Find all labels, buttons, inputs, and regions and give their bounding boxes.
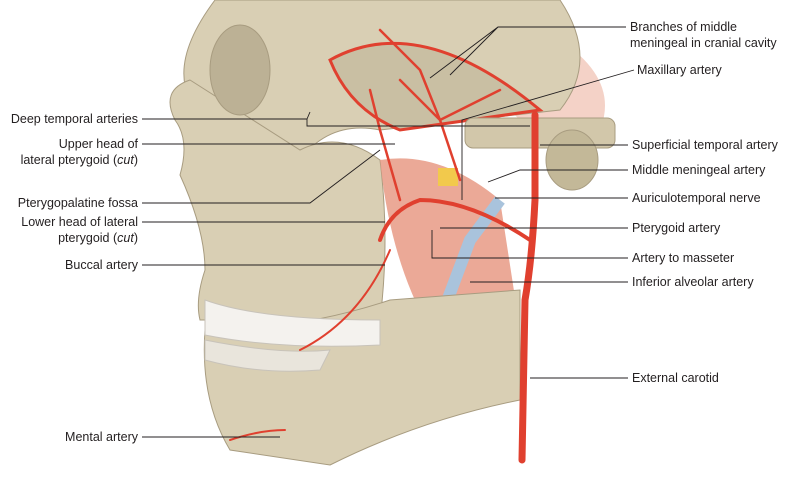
label-text: Buccal artery: [65, 258, 138, 272]
upper-teeth: [204, 299, 381, 347]
orbit: [209, 24, 271, 116]
label-branches-middle-meningeal: Branches of middle meningeal in cranial …: [630, 19, 777, 51]
label-text: External carotid: [632, 371, 719, 385]
label-text: Pterygoid artery: [632, 221, 721, 235]
label-superficial-temporal-artery: Superficial temporal artery: [632, 137, 778, 153]
label-text: ): [133, 231, 138, 245]
label-text: Middle meningeal artery: [632, 163, 766, 177]
label-text: Maxillary artery: [637, 63, 722, 77]
label-external-carotid: External carotid: [632, 370, 719, 386]
label-text: Branches of middle: [630, 20, 738, 34]
label-text: pterygoid (: [58, 231, 118, 245]
label-pterygopalatine-fossa: Pterygopalatine fossa: [18, 195, 138, 211]
label-text: lateral pterygoid (: [20, 153, 118, 167]
face-bone: [169, 79, 386, 321]
middle-meningeal-branches: [378, 28, 502, 182]
label-text: Artery to masseter: [632, 251, 735, 265]
inferior-alveolar-nerve-vein: [434, 196, 505, 323]
label-text-italic: cut: [117, 153, 134, 167]
label-maxillary-artery: Maxillary artery: [637, 62, 722, 78]
label-text: Deep temporal arteries: [10, 112, 138, 126]
label-text: Auriculotemporal nerve: [632, 191, 761, 205]
nerve: [438, 168, 458, 186]
ear-canal: [545, 129, 599, 191]
leader-lines: [142, 26, 635, 438]
maxillary-artery: [378, 197, 532, 242]
mental-artery-branch: [229, 429, 286, 441]
label-lower-head-lateral-pterygoid: Lower head of lateral pterygoid (cut): [21, 214, 138, 246]
label-auriculotemporal-nerve: Auriculotemporal nerve: [632, 190, 761, 206]
label-text: Upper head of: [58, 137, 138, 151]
label-artery-to-masseter: Artery to masseter: [632, 250, 734, 266]
label-text-italic: cut: [117, 231, 134, 245]
label-text: meningeal in cranial cavity: [630, 36, 777, 50]
label-inferior-alveolar-artery: Inferior alveolar artery: [632, 274, 754, 290]
label-deep-temporal-arteries: Deep temporal arteries: [11, 111, 138, 127]
label-mental-artery: Mental artery: [65, 429, 138, 445]
label-upper-head-lateral-pterygoid: Upper head of lateral pterygoid (cut): [21, 136, 138, 168]
label-text: Mental artery: [65, 430, 138, 444]
external-carotid-artery: [518, 111, 539, 464]
label-buccal-artery: Buccal artery: [65, 257, 138, 273]
label-middle-meningeal-artery: Middle meningeal artery: [632, 162, 765, 178]
label-text: Superficial temporal artery: [632, 138, 778, 152]
label-pterygoid-artery: Pterygoid artery: [632, 220, 720, 236]
label-text: ): [133, 153, 138, 167]
label-text: Pterygopalatine fossa: [17, 196, 138, 210]
deep-temporal-artery: [368, 88, 402, 202]
arteries: [229, 28, 539, 464]
label-text: Inferior alveolar artery: [632, 275, 754, 289]
label-text: Lower head of lateral: [21, 215, 138, 229]
cranial-cavity: [328, 41, 544, 132]
lower-teeth: [204, 339, 331, 372]
